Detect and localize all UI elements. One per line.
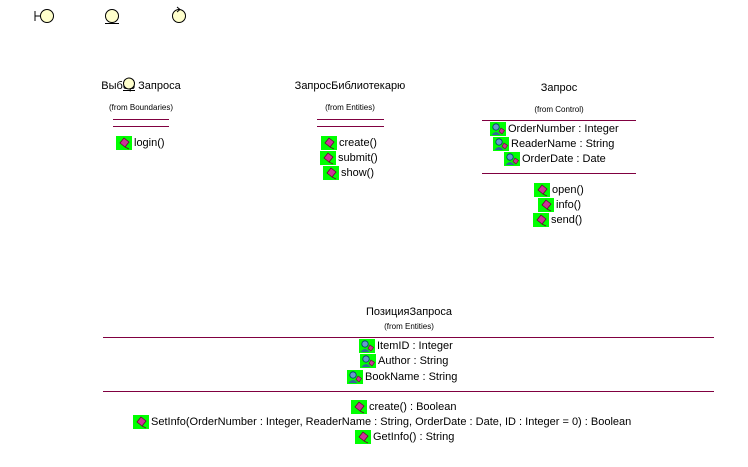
separator [103,391,714,392]
operation[interactable]: SetInfo(OrderNumber : Integer, ReaderNam… [133,415,631,429]
separator [113,119,169,120]
class-name: Запрос [540,82,578,94]
attribute[interactable]: ItemID : Integer [359,339,453,353]
operation[interactable]: send() [533,213,582,227]
operation-icon [533,213,549,227]
separator [317,126,384,127]
operation[interactable]: open() [534,183,584,197]
class-name: ЗапросБиблиотекарю [294,80,406,92]
operation[interactable]: create() [321,136,377,150]
attribute[interactable]: OrderDate : Date [504,152,606,166]
class-name: ПозицияЗапроса [365,306,453,318]
operation-icon [320,151,336,165]
attribute-icon [490,122,506,136]
operation[interactable]: create() : Boolean [351,400,456,414]
operation[interactable]: info() [538,198,581,212]
attribute[interactable]: OrderNumber : Integer [490,122,619,136]
entity-stereotype-icon [105,9,119,24]
separator [113,126,169,127]
operation-icon [351,400,367,414]
separator [482,173,636,174]
attribute-icon [360,354,376,368]
boundary-stereotype-icon [34,9,54,23]
class-name: Выбор Запроса [101,80,181,92]
operation-icon [133,415,149,429]
operation[interactable]: submit() [320,151,378,165]
operation[interactable]: GetInfo() : String [355,430,454,444]
class-package: (from Entities) [384,322,434,331]
attribute-icon [504,152,520,166]
operation[interactable]: show() [323,166,374,180]
attribute[interactable]: ReaderName : String [493,137,614,151]
attribute[interactable]: Author : String [360,354,448,368]
separator [482,120,636,121]
separator [103,337,714,338]
operation[interactable]: login() [116,136,165,150]
entity-overlay-icon [123,77,135,91]
class-package: (from Control) [534,105,584,114]
operation-icon [355,430,371,444]
operation-icon [323,166,339,180]
operation-icon [538,198,554,212]
operation-icon [534,183,550,197]
attribute-icon [359,339,375,353]
attribute-icon [347,370,363,384]
attribute[interactable]: BookName : String [347,370,457,384]
class-package: (from Boundaries) [108,103,174,112]
class-package: (from Entities) [325,103,375,112]
attribute-icon [493,137,509,151]
control-stereotype-icon [172,6,186,23]
operation-icon [116,136,132,150]
separator [317,119,384,120]
operation-icon [321,136,337,150]
